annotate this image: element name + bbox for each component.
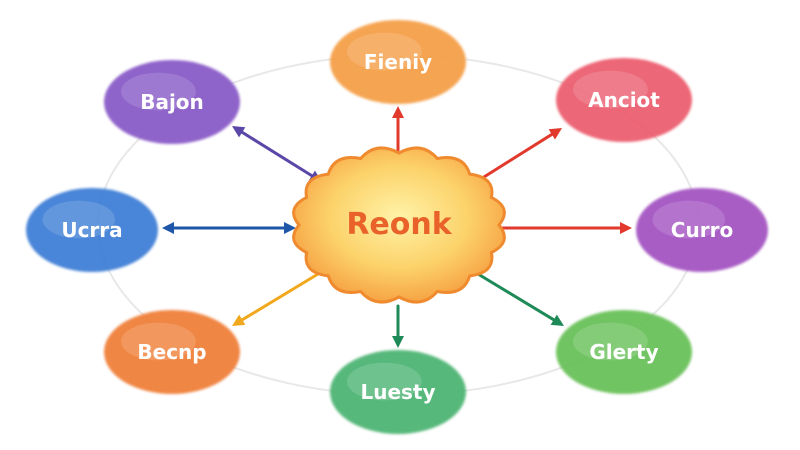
node-bajon-label: Bajon <box>140 90 204 114</box>
node-fieniy-label: Fieniy <box>364 50 432 74</box>
node-anciot-label: Anciot <box>588 88 660 112</box>
node-bajon-shape <box>104 60 240 144</box>
arrowhead-becnp <box>232 314 246 326</box>
node-becnp-label: Becnp <box>137 340 206 364</box>
node-bajon-highlight <box>120 72 196 111</box>
node-becnp-shape <box>104 310 240 394</box>
node-fieniy-highlight <box>347 32 422 71</box>
center-node[interactable]: Reonk <box>292 146 506 304</box>
arrowhead-bajon <box>232 126 246 138</box>
node-glerty-shape <box>556 310 692 394</box>
center-cloud-shape <box>292 146 506 304</box>
node-curro-highlight <box>652 200 726 239</box>
connector-layer <box>162 106 632 348</box>
node-fieniy-shape <box>330 20 466 104</box>
node-ucrra[interactable]: Ucrra <box>26 188 158 272</box>
center-node-label: Reonk <box>346 207 452 242</box>
arrowhead-glerty <box>550 314 564 326</box>
arrowhead-anciot <box>548 128 562 140</box>
node-fieniy[interactable]: Fieniy <box>330 20 466 104</box>
arrowhead-fieniy <box>392 106 404 118</box>
arrowhead-curro <box>620 222 632 234</box>
node-curro[interactable]: Curro <box>636 188 768 272</box>
node-glerty-highlight <box>573 322 648 361</box>
node-glerty[interactable]: Glerty <box>556 310 692 394</box>
connector-anciot <box>474 131 556 184</box>
node-becnp[interactable]: Becnp <box>104 310 240 394</box>
node-luesty[interactable]: Luesty <box>330 350 466 434</box>
node-anciot-shape <box>556 58 692 142</box>
node-luesty-shape <box>330 350 466 434</box>
node-glerty-label: Glerty <box>589 340 658 364</box>
node-anciot-highlight <box>573 70 648 109</box>
arrowhead-ucrra-center <box>284 222 296 234</box>
node-luesty-label: Luesty <box>360 380 435 404</box>
arrowhead-ucrra <box>162 222 174 234</box>
node-luesty-highlight <box>347 362 422 401</box>
arrowhead-luesty <box>392 336 404 348</box>
node-ucrra-highlight <box>42 200 116 239</box>
connector-glerty <box>476 272 557 323</box>
node-ucrra-shape <box>26 188 158 272</box>
node-curro-label: Curro <box>671 218 733 242</box>
node-curro-shape <box>636 188 768 272</box>
connector-becnp <box>239 272 320 323</box>
node-becnp-highlight <box>120 322 196 361</box>
node-anciot[interactable]: Anciot <box>556 58 692 142</box>
node-bajon[interactable]: Bajon <box>104 60 240 144</box>
node-ucrra-label: Ucrra <box>61 218 122 242</box>
connector-bajon <box>238 129 316 179</box>
